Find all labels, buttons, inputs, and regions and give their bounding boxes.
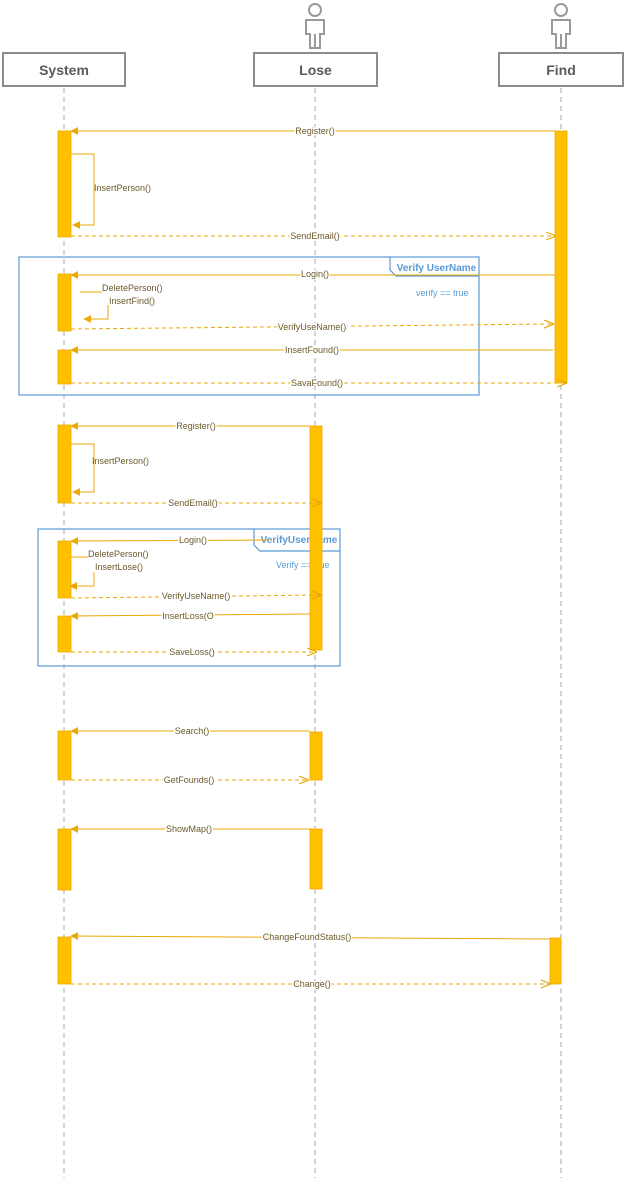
message-label: Search() — [175, 726, 210, 736]
self-message-arrow — [83, 305, 109, 323]
message-label: SendEmail() — [290, 231, 340, 241]
activation-bar — [57, 936, 72, 985]
message-arrow — [70, 536, 271, 545]
message-arrow — [70, 932, 551, 941]
message-label: Change() — [293, 979, 331, 989]
message-label: DeletePerson() — [88, 549, 149, 559]
fragment-title: Verify UserName — [397, 263, 477, 274]
activation-bar — [549, 937, 562, 985]
self-message-arrow — [69, 572, 95, 590]
message-label: ShowMap() — [166, 824, 212, 834]
reply-arrow — [70, 324, 553, 330]
activation-bar — [57, 349, 72, 385]
message-label: InsertPerson() — [92, 456, 149, 466]
lifeline-header-find: Find — [498, 52, 624, 87]
fragment-title: VerifyUserName — [261, 535, 338, 546]
message-label: DeletePerson() — [102, 283, 163, 293]
message-label: InsertPerson() — [94, 183, 151, 193]
message-label: InsertFind() — [109, 296, 155, 306]
message-label: InsertLoss(O — [162, 611, 214, 621]
message-label: InsertFound() — [285, 345, 339, 355]
fragment-guard: Verify == true — [276, 560, 330, 570]
message-label: GetFounds() — [164, 775, 215, 785]
lose-actor-icon — [305, 3, 325, 49]
message-label: SavaFound() — [291, 378, 343, 388]
message-label: Login() — [179, 535, 207, 545]
message-label: Register() — [176, 421, 216, 431]
activation-bar — [57, 828, 72, 891]
activation-bar — [309, 731, 323, 781]
self-message-arrow — [71, 443, 95, 496]
activation-bar — [309, 828, 323, 890]
message-label: SaveLoss() — [169, 647, 215, 657]
fragment-guard: verify == true — [416, 288, 469, 298]
message-arrow — [70, 611, 311, 620]
activation-bar — [57, 730, 72, 781]
self-message-arrow — [71, 153, 95, 229]
message-label: Login() — [301, 269, 329, 279]
message-label: SendEmail() — [168, 498, 218, 508]
activation-bar — [57, 130, 72, 238]
activation-bar — [57, 273, 72, 332]
activation-bar — [57, 424, 72, 504]
message-label: VerifyUseName() — [162, 591, 231, 601]
lifeline-header-system: System — [2, 52, 126, 87]
activation-bar — [57, 615, 72, 653]
fragment-frame: Verify UserName verify == true — [18, 256, 480, 396]
message-label: InsertLose() — [95, 562, 143, 572]
activation-bar — [57, 540, 72, 599]
lifeline-header-lose: Lose — [253, 52, 378, 87]
activation-bar — [554, 130, 568, 384]
find-actor-icon — [551, 3, 571, 49]
activation-bar — [309, 425, 323, 651]
message-label: Register() — [295, 126, 335, 136]
message-label: ChangeFoundStatus() — [263, 932, 352, 942]
message-label: VerifyUseName() — [278, 322, 347, 332]
